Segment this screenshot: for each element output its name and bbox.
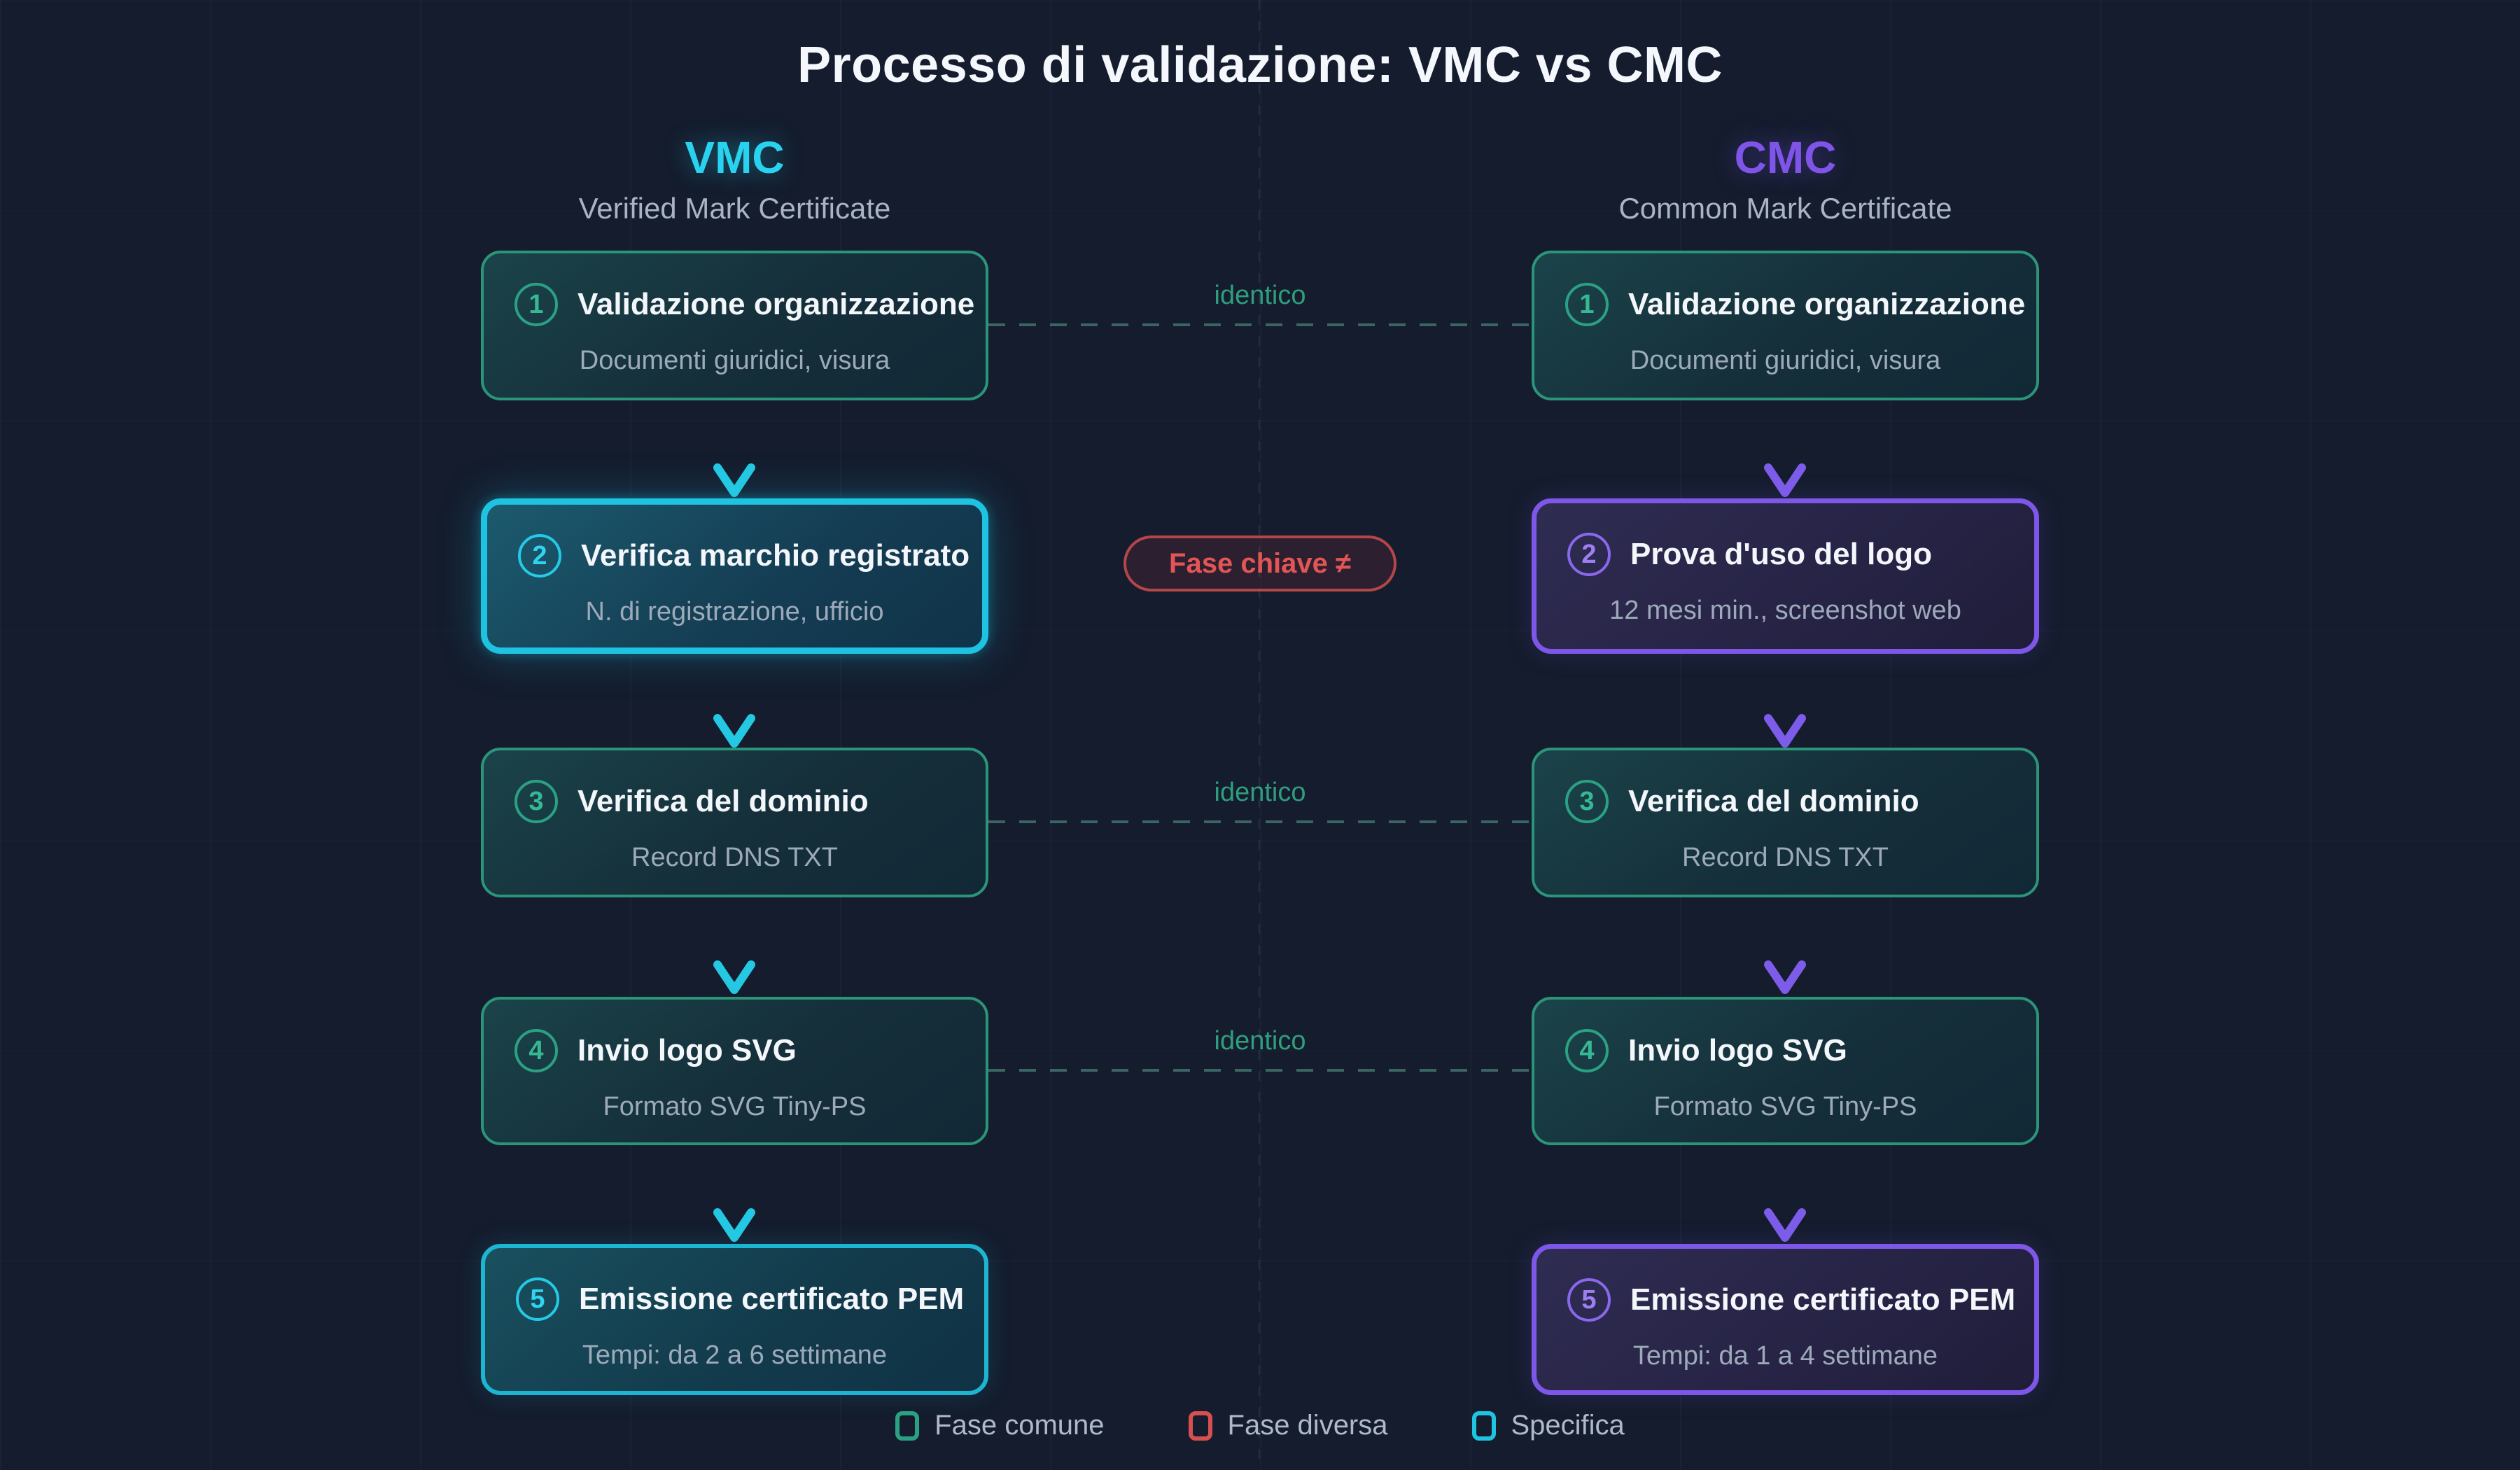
step-number-badge: 1 bbox=[514, 283, 558, 326]
vmc-step-4-card: 4 Invio logo SVG Formato SVG Tiny-PS bbox=[481, 997, 988, 1145]
vmc-column-header: VMC Verified Mark Certificate bbox=[481, 132, 988, 225]
step-subtitle: N. di registrazione, ufficio bbox=[585, 597, 884, 626]
step-subtitle: Documenti giuridici, visura bbox=[1630, 346, 1941, 375]
step-title: Invio logo SVG bbox=[578, 1033, 797, 1068]
different-phase-swatch-icon bbox=[1188, 1410, 1212, 1441]
step-number-badge: 5 bbox=[1567, 1278, 1611, 1322]
step-title: Verifica del dominio bbox=[578, 784, 869, 818]
step-title: Emissione certificato PEM bbox=[1630, 1282, 2016, 1317]
cmc-column-header: CMC Common Mark Certificate bbox=[1532, 132, 2039, 225]
step-title: Verifica marchio registrato bbox=[581, 538, 970, 573]
dashed-line bbox=[988, 820, 1532, 823]
vmc-full-name: Verified Mark Certificate bbox=[578, 192, 891, 225]
key-difference-badge: Fase chiave ≠ bbox=[1124, 536, 1396, 592]
cmc-step-2-card: 2 Prova d'uso del logo 12 mesi min., scr… bbox=[1532, 498, 2039, 654]
vmc-down-arrow-icon bbox=[713, 1145, 755, 1242]
step-title: Validazione organizzazione bbox=[1628, 287, 2026, 321]
step-number-badge: 3 bbox=[1565, 780, 1609, 823]
cmc-down-arrow-icon bbox=[1764, 651, 1806, 748]
step-subtitle: Formato SVG Tiny-PS bbox=[1653, 1092, 1917, 1121]
vmc-down-arrow-icon bbox=[713, 400, 755, 497]
vmc-step-1-card: 1 Validazione organizzazione Documenti g… bbox=[481, 251, 988, 400]
step-title: Verifica del dominio bbox=[1628, 784, 1919, 818]
step-title: Invio logo SVG bbox=[1628, 1033, 1847, 1068]
cmc-down-arrow-icon bbox=[1764, 400, 1806, 497]
vmc-step-5-card: 5 Emissione certificato PEM Tempi: da 2 … bbox=[481, 1244, 988, 1395]
legend-label: Fase comune bbox=[934, 1410, 1105, 1441]
step-subtitle: Tempi: da 2 a 6 settimane bbox=[582, 1340, 888, 1370]
legend-label: Fase diversa bbox=[1227, 1410, 1388, 1441]
cmc-step-5-card: 5 Emissione certificato PEM Tempi: da 1 … bbox=[1532, 1244, 2039, 1395]
connector-step-3: identico bbox=[988, 778, 1532, 823]
step-title: Emissione certificato PEM bbox=[579, 1282, 965, 1316]
step-number-badge: 4 bbox=[514, 1029, 558, 1072]
cmc-step-4-card: 4 Invio logo SVG Formato SVG Tiny-PS bbox=[1532, 997, 2039, 1145]
step-subtitle: Record DNS TXT bbox=[1682, 843, 1889, 872]
connector-step-4: identico bbox=[988, 1026, 1532, 1072]
connector-label: identico bbox=[1214, 281, 1306, 310]
legend-label: Specifica bbox=[1511, 1410, 1625, 1441]
step-title: Validazione organizzazione bbox=[578, 287, 975, 321]
cmc-down-arrow-icon bbox=[1764, 897, 1806, 994]
step-title: Prova d'uso del logo bbox=[1630, 537, 1932, 571]
legend-item-common: Fase comune bbox=[895, 1410, 1105, 1441]
step-number-badge: 2 bbox=[1567, 533, 1611, 576]
step-subtitle: 12 mesi min., screenshot web bbox=[1609, 596, 1961, 625]
step-subtitle: Documenti giuridici, visura bbox=[579, 346, 890, 375]
connector-label: identico bbox=[1214, 1026, 1306, 1056]
connector-step-1: identico bbox=[988, 281, 1532, 326]
dashed-line bbox=[988, 1069, 1532, 1072]
legend: Fase comune Fase diversa Specifica bbox=[0, 1410, 2520, 1441]
dashed-line bbox=[988, 323, 1532, 326]
step-subtitle: Record DNS TXT bbox=[631, 843, 838, 872]
cmc-step-1-card: 1 Validazione organizzazione Documenti g… bbox=[1532, 251, 2039, 400]
legend-item-specific: Specifica bbox=[1471, 1410, 1625, 1441]
page-title: Processo di validazione: VMC vs CMC bbox=[797, 37, 1723, 93]
step-number-badge: 4 bbox=[1565, 1029, 1609, 1072]
step-number-badge: 3 bbox=[514, 780, 558, 823]
center-guide-line bbox=[1259, 0, 1260, 1470]
step-subtitle: Formato SVG Tiny-PS bbox=[603, 1092, 867, 1121]
step-subtitle: Tempi: da 1 a 4 settimane bbox=[1632, 1341, 1938, 1371]
step-number-badge: 2 bbox=[518, 534, 561, 578]
cmc-down-arrow-icon bbox=[1764, 1145, 1806, 1242]
vmc-down-arrow-icon bbox=[713, 651, 755, 748]
cmc-acronym: CMC bbox=[1734, 132, 1837, 183]
common-phase-swatch-icon bbox=[895, 1410, 920, 1441]
vmc-step-2-card: 2 Verifica marchio registrato N. di regi… bbox=[481, 498, 988, 654]
vmc-step-3-card: 3 Verifica del dominio Record DNS TXT bbox=[481, 748, 988, 897]
vmc-acronym: VMC bbox=[685, 132, 785, 183]
cmc-step-3-card: 3 Verifica del dominio Record DNS TXT bbox=[1532, 748, 2039, 897]
cmc-full-name: Common Mark Certificate bbox=[1618, 192, 1952, 225]
step-number-badge: 1 bbox=[1565, 283, 1609, 326]
connector-label: identico bbox=[1214, 778, 1306, 807]
step-number-badge: 5 bbox=[516, 1278, 559, 1321]
vmc-down-arrow-icon bbox=[713, 897, 755, 994]
specific-phase-swatch-icon bbox=[1471, 1410, 1496, 1441]
legend-item-different: Fase diversa bbox=[1188, 1410, 1388, 1441]
